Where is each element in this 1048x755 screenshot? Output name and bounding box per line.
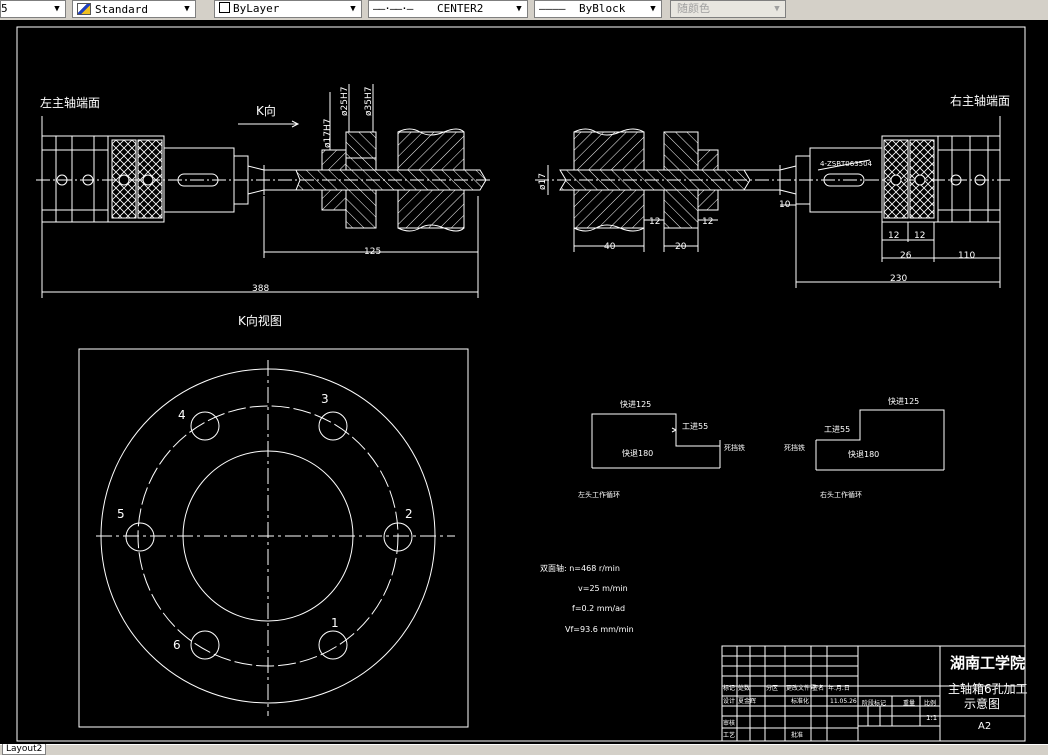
plot-style-select: 随颜色 ▼ <box>670 0 786 18</box>
drawing-area[interactable]: 左主轴端面 K向 ø17H7 ø25H7 ø35H7 125 388 <box>0 20 1048 744</box>
school-name: 湖南工学院 <box>950 654 1025 672</box>
right-spindle-assembly <box>535 116 1010 288</box>
right-end-label: 右主轴端面 <box>950 93 1010 108</box>
lineweight-preview-icon: ———— <box>539 2 566 15</box>
right-fast-back: 快退180 <box>848 449 879 459</box>
dim-40: 40 <box>604 242 616 252</box>
properties-toolbar: 5▼ Standard▼ ByLayer▼ ——·——·—CENTER2▼ ——… <box>0 0 1048 21</box>
dim-10: 10 <box>779 200 791 210</box>
layer-value: 5 <box>1 2 8 15</box>
linetype-preview-icon: ——·——·— <box>373 2 413 15</box>
status-bar <box>0 744 1048 755</box>
ratio-label: 比例 <box>924 699 936 707</box>
hole-label: 6 <box>173 638 181 652</box>
k-direction-label: K向 <box>256 103 276 118</box>
dim-110: 110 <box>958 251 975 261</box>
color-select[interactable]: ByLayer ▼ <box>214 0 362 18</box>
param-f: f=0.2 mm/ad <box>572 604 625 613</box>
param-v: v=25 m/min <box>578 584 628 593</box>
right-stop: 死挡铁 <box>784 443 805 452</box>
drawing-svg: 左主轴端面 K向 ø17H7 ø25H7 ø35H7 125 388 <box>16 26 1028 742</box>
drawing-frame <box>16 26 1026 742</box>
linetype-select[interactable]: ——·——·— CENTER2 ▼ <box>368 0 528 18</box>
chevron-down-icon: ▼ <box>350 4 356 14</box>
tb-cell: 11.05.26 <box>830 698 857 705</box>
dim-230: 230 <box>890 274 907 284</box>
tab-layout2[interactable]: Layout2 <box>2 744 47 755</box>
tb-cell: 标记 <box>723 684 735 692</box>
dim-125: 125 <box>364 247 381 257</box>
tb-cell: 分区 <box>766 684 778 692</box>
drawing-title-line2: 示意图 <box>964 696 1000 711</box>
lineweight-value: ByBlock <box>579 2 626 15</box>
color-swatch-icon <box>219 2 230 13</box>
color-value: ByLayer <box>233 2 280 15</box>
param-spindle: 双面轴: n=468 r/min <box>540 563 620 573</box>
tb-cell: 工艺 <box>723 731 735 739</box>
text-style-value: Standard <box>95 3 148 16</box>
tb-cell: 签名 <box>812 684 824 692</box>
hole-label: 4 <box>178 408 186 422</box>
d17h7-label: ø17H7 <box>323 119 333 148</box>
left-fast-back: 快退180 <box>622 448 653 458</box>
d25h7-label: ø25H7 <box>340 87 350 116</box>
tb-cell: 更改文件号 <box>786 684 816 692</box>
hole-label: 2 <box>405 507 413 521</box>
tb-cell: 夏金辉 <box>738 697 756 705</box>
right-cycle-diagram <box>815 409 945 471</box>
dim-20: 20 <box>675 242 687 252</box>
scale-value: 1:1 <box>926 714 937 722</box>
dim-12b: 12 <box>702 217 713 227</box>
dim-12c: 12 <box>888 231 899 241</box>
tb-cell: 批准 <box>791 731 803 739</box>
left-spindle-assembly <box>36 84 490 298</box>
tb-cell: 标准化 <box>791 697 809 705</box>
right-cycle-caption: 右头工作循环 <box>820 490 862 499</box>
title-block-row-1: 标记 处数 分区 更改文件号 签名 年.月.日 <box>723 684 850 692</box>
right-work-feed: 工进55 <box>824 425 850 434</box>
tb-cell: 年.月.日 <box>828 684 850 692</box>
text-style-select[interactable]: Standard ▼ <box>72 0 196 18</box>
stage-mark: 阶段标记 <box>862 699 886 707</box>
tb-cell: 处数 <box>738 684 750 692</box>
chevron-down-icon: ▼ <box>774 4 780 14</box>
screws-label: 4-ZSBT063504 <box>820 160 873 168</box>
plot-style-value: 随颜色 <box>677 2 710 15</box>
hole-label: 1 <box>331 616 339 630</box>
chevron-down-icon: ▼ <box>54 4 60 14</box>
left-cycle-caption: 左头工作循环 <box>578 490 620 499</box>
left-end-label: 左主轴端面 <box>40 95 100 110</box>
dim-12a: 12 <box>649 217 660 227</box>
param-vf: Vf=93.6 mm/min <box>565 625 634 634</box>
text-style-icon <box>77 3 91 15</box>
chevron-down-icon: ▼ <box>650 4 656 14</box>
sheet-size: A2 <box>978 721 991 732</box>
tb-cell: 设计 <box>723 697 735 705</box>
title-block-row-2: 设计 夏金辉 标准化 11.05.26 <box>723 697 857 705</box>
dim-12d: 12 <box>914 231 925 241</box>
dim-388: 388 <box>252 284 269 294</box>
drawing-title-line1: 主轴箱6孔加工 <box>948 681 1028 696</box>
tb-cell: 审核 <box>723 719 735 727</box>
chevron-down-icon: ▼ <box>516 4 522 14</box>
left-stop: 死挡铁 <box>724 443 745 452</box>
linetype-value: CENTER2 <box>437 2 484 15</box>
k-view-flange <box>78 348 469 728</box>
left-work-feed: 工进55 <box>682 422 708 431</box>
title-block <box>721 645 1026 742</box>
right-fast-in: 快进125 <box>888 396 919 406</box>
weight-label: 重量 <box>903 699 915 707</box>
dim-26: 26 <box>900 251 912 261</box>
d17-label: ø17 <box>538 173 548 190</box>
lineweight-select[interactable]: ———— ByBlock ▼ <box>534 0 662 18</box>
d35h7-label: ø35H7 <box>364 87 374 116</box>
left-fast-in: 快进125 <box>620 399 651 409</box>
layer-select[interactable]: 5▼ <box>0 0 66 18</box>
chevron-down-icon: ▼ <box>184 4 190 14</box>
hole-label: 5 <box>117 507 125 521</box>
k-view-title: K向视图 <box>238 313 282 328</box>
left-cycle-diagram <box>591 413 721 469</box>
hole-label: 3 <box>321 392 329 406</box>
